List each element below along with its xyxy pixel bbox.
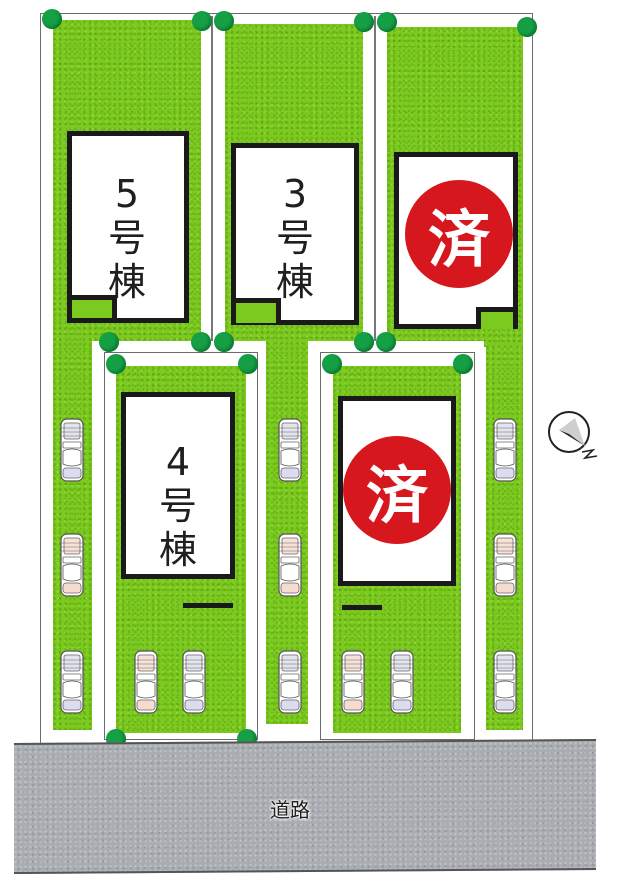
car-icon (390, 650, 414, 714)
house-notch (476, 307, 518, 329)
entrance-marker (183, 603, 233, 608)
tree-icon (214, 332, 234, 352)
tree-icon (42, 9, 62, 29)
sold-badge: 済 (405, 180, 513, 288)
tree-icon (106, 354, 126, 374)
tree-icon (377, 12, 397, 32)
tree-icon (453, 354, 473, 374)
tree-icon (354, 332, 374, 352)
entrance-marker (342, 605, 382, 610)
house-notch (67, 295, 117, 318)
car-icon (341, 650, 365, 714)
house-lot-3[interactable] (231, 143, 359, 325)
car-icon (493, 418, 517, 482)
tree-icon (322, 354, 342, 374)
lot-divider (374, 16, 376, 346)
house-lot-4[interactable] (121, 392, 235, 579)
car-icon (278, 418, 302, 482)
car-icon (493, 650, 517, 714)
lot-divider (211, 16, 213, 346)
north-arrow-icon (548, 411, 598, 460)
tree-icon (376, 332, 396, 352)
lot-4-label: 4 号 棟 (159, 440, 198, 572)
car-icon (60, 650, 84, 714)
car-icon (182, 650, 206, 714)
tree-icon (354, 12, 374, 32)
car-icon (278, 533, 302, 597)
road-label: 道路 (270, 798, 310, 822)
car-icon (278, 650, 302, 714)
house-notch (231, 298, 281, 323)
tree-icon (191, 332, 211, 352)
lot-5-label: 5 号 棟 (108, 172, 147, 304)
car-icon (60, 533, 84, 597)
car-icon (134, 650, 158, 714)
tree-icon (214, 11, 234, 31)
house-lot-5[interactable] (67, 131, 189, 323)
tree-icon (238, 354, 258, 374)
tree-icon (192, 11, 212, 31)
car-icon (493, 533, 517, 597)
tree-icon (517, 17, 537, 37)
car-icon (60, 418, 84, 482)
lot-3-label: 3 号 棟 (276, 172, 315, 304)
tree-icon (99, 332, 119, 352)
sold-badge: 済 (343, 436, 451, 544)
